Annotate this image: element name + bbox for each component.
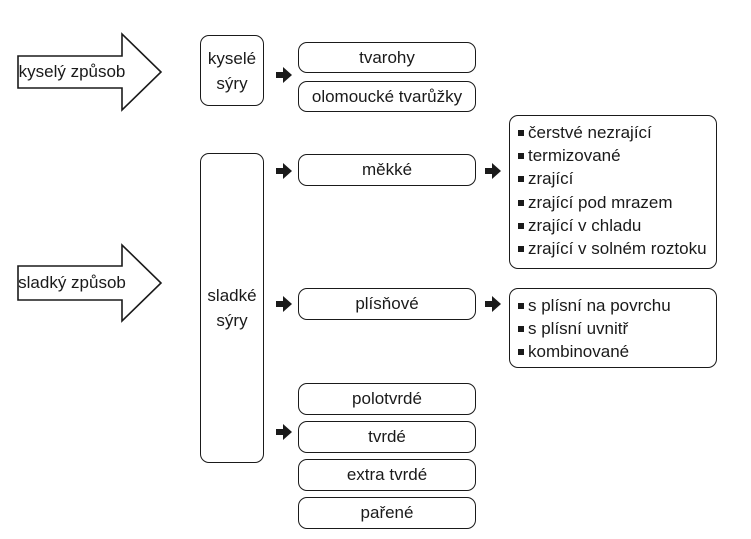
list-item: kombinované: [518, 341, 710, 364]
list-item: zrající pod mrazem: [518, 191, 710, 214]
type-box-hard: tvrdé: [298, 421, 476, 453]
arrow-soft-to-list: [485, 163, 501, 179]
bullet-icon: [518, 246, 524, 253]
acid-method-arrow-shape: [17, 32, 163, 112]
list-item-label: zrající: [528, 169, 574, 189]
arrow-mold-to-list: [485, 296, 501, 312]
bullet-icon: [518, 176, 524, 183]
sweet-cheeses-box: sladké sýry: [200, 153, 264, 463]
arrow-to-mold: [276, 296, 292, 312]
list-item-label: zrající pod mrazem: [528, 192, 673, 212]
acid-cheeses-line-2: sýry: [216, 73, 248, 93]
bullet-icon: [518, 199, 524, 206]
type-box-soft: měkké: [298, 154, 476, 186]
sweet-method-arrow-shape: [17, 243, 163, 323]
sweet-cheeses-line-1: sladké: [207, 286, 257, 305]
arrow-to-acid-types: [276, 67, 292, 83]
list-item: termizované: [518, 144, 710, 167]
arrow-to-soft: [276, 163, 292, 179]
bullet-icon: [518, 222, 524, 229]
bullet-icon: [518, 302, 524, 309]
list-item-label: zrající v chladu: [528, 215, 642, 235]
list-item-label: s plísní uvnitř: [528, 318, 629, 338]
type-box-steamed: pařené: [298, 497, 476, 529]
bullet-icon: [518, 349, 524, 356]
list-item: zrající v chladu: [518, 214, 710, 237]
bullet-icon: [518, 152, 524, 159]
list-item: zrající: [518, 168, 710, 191]
sweet-cheeses-line-2: sýry: [216, 311, 248, 330]
list-item: s plísní uvnitř: [518, 317, 710, 340]
method-sweet-label: sladký způsob: [18, 273, 126, 292]
acid-cheeses-box: kyselé sýry: [200, 35, 264, 106]
type-box-mold: plísňové: [298, 288, 476, 320]
type-box-extra-hard: extra tvrdé: [298, 459, 476, 491]
list-item: čerstvé nezrající: [518, 121, 710, 144]
type-box-tvarohy: tvarohy: [298, 42, 476, 73]
list-item-label: termizované: [528, 145, 621, 165]
bullet-icon: [518, 129, 524, 136]
list-item-label: kombinované: [528, 342, 630, 362]
soft-subtypes-list: čerstvé nezrající termizované zrající zr…: [509, 115, 717, 269]
list-item-label: s plísní na povrchu: [528, 295, 671, 315]
type-box-olomoucke-tvaruzky: olomoucké tvarůžky: [298, 81, 476, 112]
list-item-label: zrající v solném roztoku: [528, 239, 707, 259]
list-item: zrající v solném roztoku: [518, 237, 710, 260]
list-item: s plísní na povrchu: [518, 294, 710, 317]
arrow-to-hard-group: [276, 424, 292, 440]
type-box-semi-hard: polotvrdé: [298, 383, 476, 415]
mold-subtypes-list: s plísní na povrchu s plísní uvnitř komb…: [509, 288, 717, 368]
method-acid-label: kyselý způsob: [18, 62, 126, 81]
bullet-icon: [518, 325, 524, 332]
acid-cheeses-line-1: kyselé: [207, 48, 257, 68]
list-item-label: čerstvé nezrající: [528, 122, 652, 142]
